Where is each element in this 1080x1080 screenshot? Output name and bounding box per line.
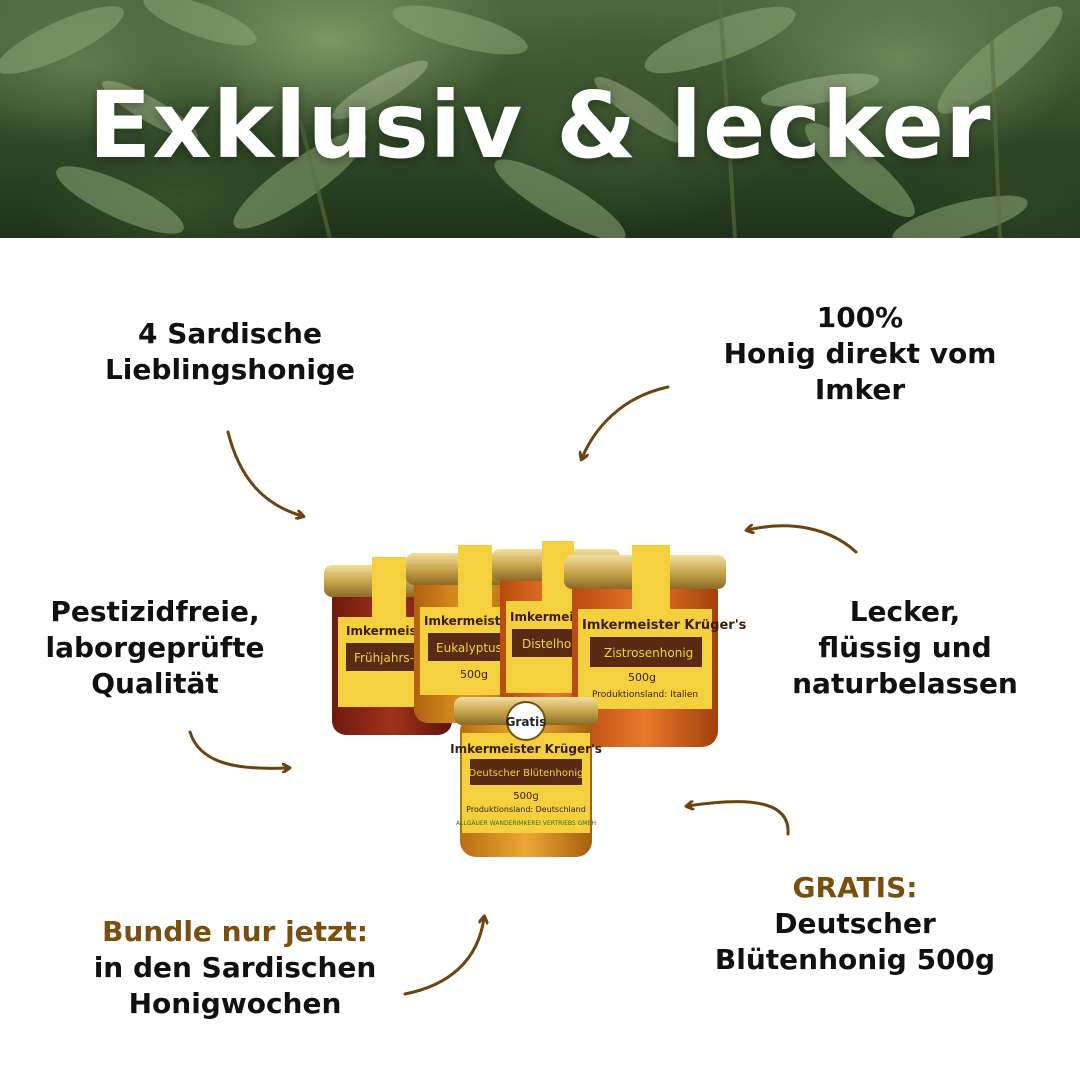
feature-text: Imker: [814, 373, 906, 406]
jar-company: ALLGÄUER WANDERIMKEREI VERTRIEBS GMBH: [456, 820, 596, 827]
jar-brand: Imkermeister: [346, 624, 436, 638]
hero-banner: Exklusiv & lecker: [0, 0, 1080, 238]
honey-jars-image: Imkermeister Frühjahrs- 5 Imkermeister E…: [324, 541, 747, 857]
jar-zistrosen: Imkermeister Krüger's Zistrosenhonig 500…: [564, 545, 747, 747]
jar-name: Zistrosenhonig: [604, 646, 693, 660]
feature-text: Lecker,: [849, 595, 961, 628]
arrow-icon: [748, 526, 858, 554]
feature-top-right: 100% Honig direkt vom Imker: [700, 300, 1020, 408]
gratis-highlight: GRATIS:: [792, 871, 918, 904]
feature-text: 100%: [816, 301, 904, 334]
feature-top-left: 4 Sardische Lieblingshonige: [70, 316, 390, 388]
bundle-highlight: Bundle nur jetzt:: [102, 915, 368, 948]
feature-text: Qualität: [91, 667, 219, 700]
feature-text: Honig direkt vom: [723, 337, 997, 370]
feature-text: flüssig und: [818, 631, 992, 664]
gratis-badge-label: Gratis: [506, 715, 547, 729]
feature-text: laborgeprüfte: [45, 631, 265, 664]
arrow-icon: [688, 802, 790, 836]
jar-name: Distelho: [522, 637, 571, 651]
jar-brand: Imkermeister: [424, 614, 514, 628]
feature-bottom-right: GRATIS: Deutscher Blütenhonig 500g: [690, 870, 1020, 978]
feature-text: in den Sardischen: [93, 951, 377, 984]
jar-brand: Imkermeister Krüger's: [450, 742, 602, 756]
feature-bottom-left: Bundle nur jetzt: in den Sardischen Honi…: [70, 914, 400, 1022]
jar-brand: Imkermeister Krüger's: [582, 618, 747, 633]
arrow-icon: [582, 385, 670, 458]
jar-gratis-bluetenhonig: Gratis Imkermeister Krüger's Deutscher B…: [450, 697, 602, 857]
jar-name: Eukalyptus: [436, 641, 502, 655]
sage-leaves-image: [0, 0, 1063, 238]
arrow-icon: [188, 730, 288, 768]
feature-mid-right: Lecker, flüssig und naturbelassen: [765, 594, 1045, 702]
arrow-icon: [403, 918, 484, 996]
jar-weight: 500g: [513, 791, 538, 802]
feature-text: Honigwochen: [128, 987, 342, 1020]
jar-name: Frühjahrs-: [354, 651, 414, 665]
feature-text: Lieblingshonige: [104, 353, 356, 386]
feature-mid-left: Pestizidfreie, laborgeprüfte Qualität: [20, 594, 290, 702]
jar-origin: Produktionsland: Deutschland: [466, 805, 586, 814]
jar-weight: 500g: [628, 671, 656, 684]
gratis-badge: [506, 701, 546, 741]
jar-origin: Produktionsland: Italien: [592, 690, 698, 700]
feature-text: naturbelassen: [792, 667, 1018, 700]
feature-text: Blütenhonig 500g: [714, 943, 996, 976]
arrow-icon: [226, 430, 302, 516]
feature-text: Pestizidfreie,: [50, 595, 260, 628]
jar-name: Deutscher Blütenhonig: [469, 768, 584, 779]
jar-weight: 500g: [460, 668, 488, 681]
hero-title: Exklusiv & lecker: [88, 72, 992, 179]
feature-text: 4 Sardische: [138, 317, 322, 350]
feature-text: Deutscher: [774, 907, 936, 940]
